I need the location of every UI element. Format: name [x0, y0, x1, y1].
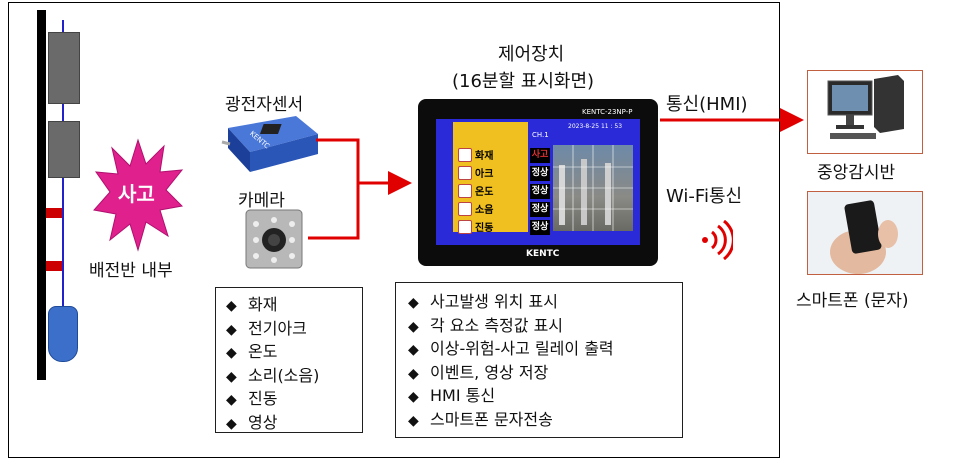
- diamond-bullet-icon: ◆: [408, 365, 419, 382]
- hmi-menu-item-noise[interactable]: 소음: [455, 200, 525, 219]
- hmi-menu-item-vibration[interactable]: 진동: [455, 218, 525, 237]
- accident-burst-icon: [93, 138, 184, 252]
- functions-list: ◆사고발생 위치 표시 ◆각 요소 측정값 표시 ◆이상-위험-사고 릴레이 출…: [408, 291, 682, 432]
- wifi-signal-icon: [702, 220, 733, 260]
- comm-hmi-label: 통신(HMI): [666, 94, 748, 115]
- central-monitor-label: 중앙감시반: [817, 163, 896, 183]
- list-item: ◆각 요소 측정값 표시: [408, 315, 682, 339]
- diamond-bullet-icon: ◆: [408, 389, 419, 405]
- hmi-video-view: [553, 145, 633, 231]
- camera-image: [245, 209, 303, 269]
- list-item: ◆온도: [226, 341, 362, 365]
- accident-label: 사고: [118, 182, 155, 206]
- list-item: ◆영상: [226, 412, 362, 436]
- fire-icon: [458, 148, 472, 162]
- panel-mark-1: [46, 208, 62, 218]
- list-item: ◆이상-위험-사고 릴레이 출력: [408, 338, 682, 362]
- panel-oval: [48, 306, 78, 362]
- list-item: ◆진동: [226, 388, 362, 412]
- camera-label: 카메라: [238, 191, 285, 211]
- panel-mark-2: [46, 261, 62, 271]
- vibration-icon: [458, 220, 472, 234]
- diamond-bullet-icon: ◆: [226, 321, 237, 338]
- hmi-menu-item-arc[interactable]: 아크: [455, 164, 525, 183]
- functions-box: ◆사고발생 위치 표시 ◆각 요소 측정값 표시 ◆이상-위험-사고 릴레이 출…: [395, 282, 683, 438]
- hmi-menu-item-temp[interactable]: 온도: [455, 182, 525, 201]
- diamond-bullet-icon: ◆: [408, 295, 419, 311]
- panel-interior-label: 배전반 내부: [89, 261, 173, 281]
- control-device-title: 제어장치: [498, 44, 565, 65]
- hmi-menu-item-fire[interactable]: 화재: [455, 146, 525, 165]
- hmi-status-vibration: 정상: [530, 220, 550, 235]
- diamond-bullet-icon: ◆: [408, 342, 419, 358]
- hmi-channel: CH.1: [532, 131, 549, 139]
- list-item: ◆이벤트, 영상 저장: [408, 362, 682, 386]
- hmi-datetime: 2023-8-25 11 : 53: [568, 123, 623, 130]
- hmi-brand: KENTC: [526, 249, 560, 259]
- smartphone-label: 스마트폰 (문자): [796, 291, 909, 311]
- thermometer-icon: [458, 184, 472, 198]
- sensor-items-box: ◆화재 ◆전기아크 ◆온도 ◆소리(소음) ◆진동 ◆영상: [215, 287, 363, 433]
- photoelectric-sensor-image: [221, 116, 318, 172]
- hmi-status-arc: 정상: [530, 166, 550, 181]
- central-monitor-box: [807, 70, 923, 154]
- list-item: ◆소리(소음): [226, 365, 362, 389]
- sound-icon: [458, 202, 472, 216]
- list-item: ◆화재: [226, 294, 362, 318]
- diamond-bullet-icon: ◆: [226, 298, 237, 314]
- arc-icon: [458, 166, 472, 180]
- diamond-bullet-icon: ◆: [408, 318, 419, 335]
- panel-block-2: [48, 121, 80, 178]
- smartphone-box: [807, 191, 923, 275]
- list-item: ◆사고발생 위치 표시: [408, 291, 682, 315]
- wifi-label: Wi-Fi통신: [666, 186, 743, 207]
- hmi-status-temp: 정상: [530, 184, 550, 199]
- panel-block-1: [48, 32, 80, 104]
- list-item: ◆전기아크: [226, 318, 362, 342]
- diamond-bullet-icon: ◆: [226, 392, 237, 408]
- hmi-status-noise: 정상: [530, 202, 550, 217]
- sensor-items-list: ◆화재 ◆전기아크 ◆온도 ◆소리(소음) ◆진동 ◆영상: [226, 294, 362, 435]
- sensor-label: 광전자센서: [225, 95, 304, 115]
- panel-rail: [37, 10, 46, 380]
- hmi-status-fire: 사고: [530, 148, 550, 163]
- hmi-model: KENTC-23NP-P: [582, 108, 633, 116]
- control-device-subtitle: (16분할 표시화면): [452, 71, 595, 92]
- diamond-bullet-icon: ◆: [226, 345, 237, 361]
- diamond-bullet-icon: ◆: [226, 368, 237, 385]
- diamond-bullet-icon: ◆: [408, 412, 419, 429]
- list-item: ◆스마트폰 문자전송: [408, 409, 682, 433]
- diamond-bullet-icon: ◆: [226, 415, 237, 432]
- list-item: ◆HMI 통신: [408, 385, 682, 409]
